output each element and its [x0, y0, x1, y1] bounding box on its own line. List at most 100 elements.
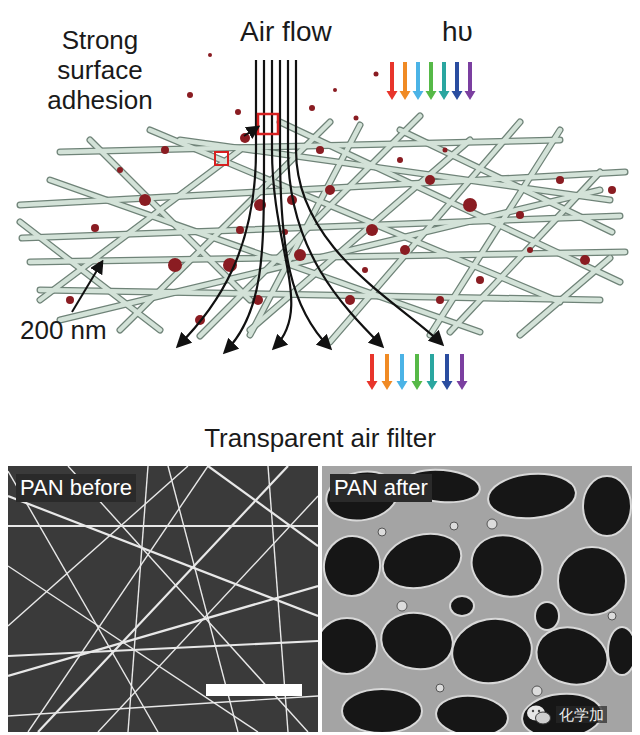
nanofiber	[430, 130, 560, 335]
particle	[117, 167, 123, 173]
nanofiber	[22, 216, 620, 238]
leader-arrow	[72, 262, 102, 312]
airflow-label: Air flow	[240, 16, 332, 48]
pore	[322, 618, 377, 674]
bead	[450, 522, 458, 530]
pore	[322, 532, 385, 601]
micrograph-ground	[322, 466, 632, 732]
bead	[487, 519, 497, 529]
airflow-line	[225, 60, 264, 352]
particle	[168, 258, 182, 272]
nanofiber	[40, 150, 240, 300]
light-arrow	[452, 62, 463, 100]
airflow-line	[296, 60, 442, 344]
particle	[608, 186, 616, 194]
light-arrow	[400, 62, 411, 100]
particle	[443, 148, 448, 153]
light-arrow	[457, 354, 468, 390]
particle	[374, 72, 379, 77]
panel-label: PAN after	[330, 474, 432, 502]
particle	[345, 295, 355, 305]
pointer-arrow	[244, 127, 258, 136]
wechat-icon	[526, 704, 552, 726]
annotation: Strong surface adhesion	[30, 26, 170, 116]
pore	[342, 689, 422, 732]
fiber-outline	[40, 150, 240, 300]
fiber	[128, 466, 148, 732]
particle	[366, 224, 378, 236]
eye	[532, 710, 534, 712]
pore	[535, 602, 559, 630]
light-label: hυ	[442, 16, 473, 48]
pore	[447, 613, 537, 690]
airflow-line	[178, 60, 256, 346]
drawing-part	[72, 114, 278, 312]
particle	[235, 109, 241, 115]
fiber	[8, 525, 318, 527]
light-arrow	[413, 62, 424, 100]
micrograph-ground	[8, 466, 318, 732]
pore	[558, 547, 626, 615]
particle	[556, 176, 564, 184]
particle	[527, 247, 533, 253]
particle	[161, 146, 169, 154]
particle	[397, 157, 403, 163]
sem-image-panel: PAN after	[322, 466, 632, 732]
pore	[530, 620, 614, 693]
particle	[325, 185, 335, 195]
pore	[608, 627, 632, 675]
airflow-line	[288, 60, 382, 346]
particle	[316, 146, 324, 154]
particle	[208, 53, 212, 57]
fiber	[28, 466, 208, 732]
particle	[66, 296, 74, 304]
dimension-label: 200 nm	[20, 316, 107, 346]
light-arrow	[427, 354, 438, 390]
bead	[436, 684, 444, 692]
particle	[139, 194, 151, 206]
pore	[583, 476, 631, 536]
particle	[476, 276, 484, 284]
bead	[532, 686, 542, 696]
drawing-part	[178, 60, 442, 352]
eye	[538, 710, 540, 712]
light-arrow	[412, 354, 423, 390]
particle	[294, 249, 306, 261]
sem-image-panel: PAN before	[8, 466, 318, 732]
particle	[309, 105, 315, 111]
light-arrow	[397, 354, 408, 390]
particle	[333, 88, 337, 92]
light-arrow	[382, 354, 393, 390]
light-arrow	[426, 62, 437, 100]
fiber-outline	[90, 140, 250, 300]
particle	[354, 116, 359, 121]
figure-title: Transparent air filter	[0, 423, 640, 454]
watermark: 化学加	[556, 706, 607, 723]
light-arrow	[442, 354, 453, 390]
bead	[378, 528, 386, 536]
fiber	[8, 641, 318, 656]
drawing-part	[367, 62, 476, 390]
particle	[425, 175, 435, 185]
scale-bar	[206, 684, 302, 696]
pore	[377, 526, 468, 597]
particle	[580, 255, 590, 265]
nanofiber	[520, 258, 610, 335]
pore	[486, 470, 578, 522]
fiber	[8, 471, 158, 732]
pore	[434, 693, 509, 732]
light-arrow	[439, 62, 450, 100]
particle	[236, 226, 244, 234]
nanofiber	[60, 190, 600, 320]
particle	[362, 267, 368, 273]
light-arrow	[465, 62, 476, 100]
sem-micrograph	[322, 466, 632, 732]
fiber	[8, 696, 318, 716]
pore	[450, 596, 474, 616]
panel-label: PAN before	[16, 474, 136, 502]
highlight-box	[215, 152, 228, 165]
highlight-box	[258, 114, 278, 134]
bubble	[536, 712, 551, 724]
bead	[397, 601, 407, 611]
